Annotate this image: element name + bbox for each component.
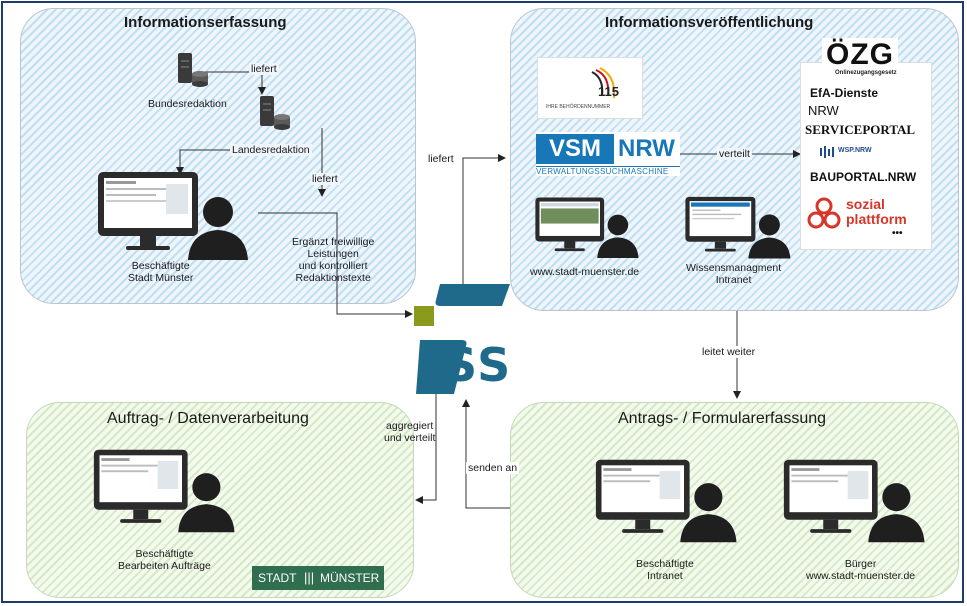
wsp-nrw-icon [820, 146, 834, 158]
label-website: www.stadt-muenster.de [530, 266, 640, 278]
logo-wsp-nrw: WSP.NRW [838, 147, 872, 154]
logo-vsm-nrw-text: NRW [618, 135, 675, 162]
label-verteilt: verteilt [717, 148, 752, 160]
logo-stadt-columns-icon: ||| [304, 570, 315, 585]
logo-muenster-text: MÜNSTER [320, 571, 380, 585]
label-beschaeftigte-intranet-line1: Beschäftigte [636, 558, 694, 570]
workstation-user-icon-wissen [685, 196, 791, 259]
label-beschaeftigte-stadt-line2: Stadt Münster [128, 272, 194, 284]
label-aggregiert: aggregiert und verteilt [384, 420, 435, 444]
panel-title-antrag: Antrags- / Formularerfassung [618, 410, 827, 427]
label-senden-an: senden an [466, 462, 520, 474]
label-beschaeftigte-intranet-line2: Intranet [647, 570, 683, 582]
label-beschaeftigte-auftrag-line1: Beschäftigte [135, 548, 194, 560]
label-efa-nrw: NRW [808, 103, 839, 118]
workstation-user-icon-antrag-intranet [595, 459, 737, 543]
logo-115-text: IHRE BEHÖRDENNUMMER [546, 104, 611, 110]
logo-vsm-subtitle: VERWALTUNGSSUCHMASCHINE [536, 166, 680, 176]
logo-sozial-line1: sozial [846, 196, 885, 212]
logo-stadt-muenster: STADT ||| MÜNSTER [252, 566, 384, 590]
label-aggregiert-line1: aggregiert [386, 420, 434, 432]
behoerdennummer-swoosh-icon [591, 67, 616, 99]
logo-vsm-nrw: VSM NRW VERWALTUNGSSUCHMASCHINE [536, 132, 680, 176]
server-icon-bundesredaktion [178, 53, 208, 87]
label-wissen: Wissensmanagment Intranet [686, 262, 781, 286]
logo-bauportal: BAUPORTAL.NRW [810, 170, 917, 184]
label-wissen-line2: Intranet [715, 274, 752, 286]
logo-serviceportal: SERVICEPORTAL [805, 122, 916, 137]
panel-auftrag-datenverarbeitung [26, 402, 414, 598]
label-liefert-1: liefert [249, 63, 279, 75]
label-aggregiert-line2: und verteilt [384, 432, 436, 444]
logo-ozg-subtitle: Onlinezugangsgesetz [835, 70, 897, 76]
sozialplattform-icon [807, 197, 841, 229]
logo-stadt-text: STADT [258, 571, 297, 585]
workstation-user-icon-stadt [98, 172, 248, 260]
label-ergaenzt: Ergänzt freiwillige Leistungen und kontr… [292, 236, 374, 284]
label-beschaeftigte-intranet: Beschäftigte Intranet [636, 558, 694, 582]
workstation-user-icon-website [535, 197, 639, 258]
logo-vsm-text: VSM [536, 134, 614, 164]
hub-olive-square [414, 306, 434, 326]
label-bundesredaktion: Bundesredaktion [148, 98, 227, 110]
workstation-user-icon-buerger [783, 459, 925, 543]
logo-115-behoerdennummer: 115 IHRE BEHÖRDENNUMMER [537, 57, 643, 119]
label-buerger-line2: www.stadt-muenster.de [806, 570, 916, 582]
more-services-ellipsis: ••• [892, 228, 903, 239]
label-ergaenzt-line3: und kontrolliert [298, 260, 368, 272]
label-beschaeftigte-auftrag-line2: Bearbeiten Aufträge [118, 560, 211, 572]
label-buerger: Bürger www.stadt-muenster.de [806, 558, 915, 582]
label-landesredaktion: Landesredaktion [230, 144, 312, 156]
label-beschaeftigte-stadt-line1: Beschäftigte [131, 260, 190, 272]
logo-ozg: ÖZG [822, 38, 898, 72]
label-efa-dienste: EfA-Dienste [810, 86, 879, 100]
label-wissen-line1: Wissensmanagment [686, 262, 782, 274]
logo-sozial-line2: plattform [846, 211, 907, 227]
label-beschaeftigte-stadt: Beschäftigte Stadt Münster [128, 260, 193, 284]
label-leitet-weiter: leitet weiter [700, 346, 758, 358]
label-ergaenzt-line1: Ergänzt freiwillige [292, 236, 375, 248]
server-icon-landesredaktion [260, 96, 290, 130]
label-buerger-line1: Bürger [844, 558, 877, 570]
hub-logo-icon [416, 284, 510, 394]
panel-title-informationserfassung: Informationserfassung [124, 14, 287, 31]
logo-115-number: 115 [598, 84, 619, 99]
label-ergaenzt-line2: Leistungen [307, 248, 359, 260]
hub-logo-ss: SS [444, 338, 513, 392]
panel-title-auftrag: Auftrag- / Datenverarbeitung [107, 410, 309, 427]
label-ergaenzt-line4: Redaktionstexte [295, 272, 371, 284]
workstation-user-icon-auftrag [93, 449, 235, 533]
label-liefert-hub: liefert [428, 153, 454, 165]
panel-title-informationsveroeffentlichung: Informationsveröffentlichung [605, 14, 814, 31]
label-beschaeftigte-auftrag: Beschäftigte Bearbeiten Aufträge [118, 548, 211, 572]
label-liefert-2: liefert [310, 173, 340, 185]
